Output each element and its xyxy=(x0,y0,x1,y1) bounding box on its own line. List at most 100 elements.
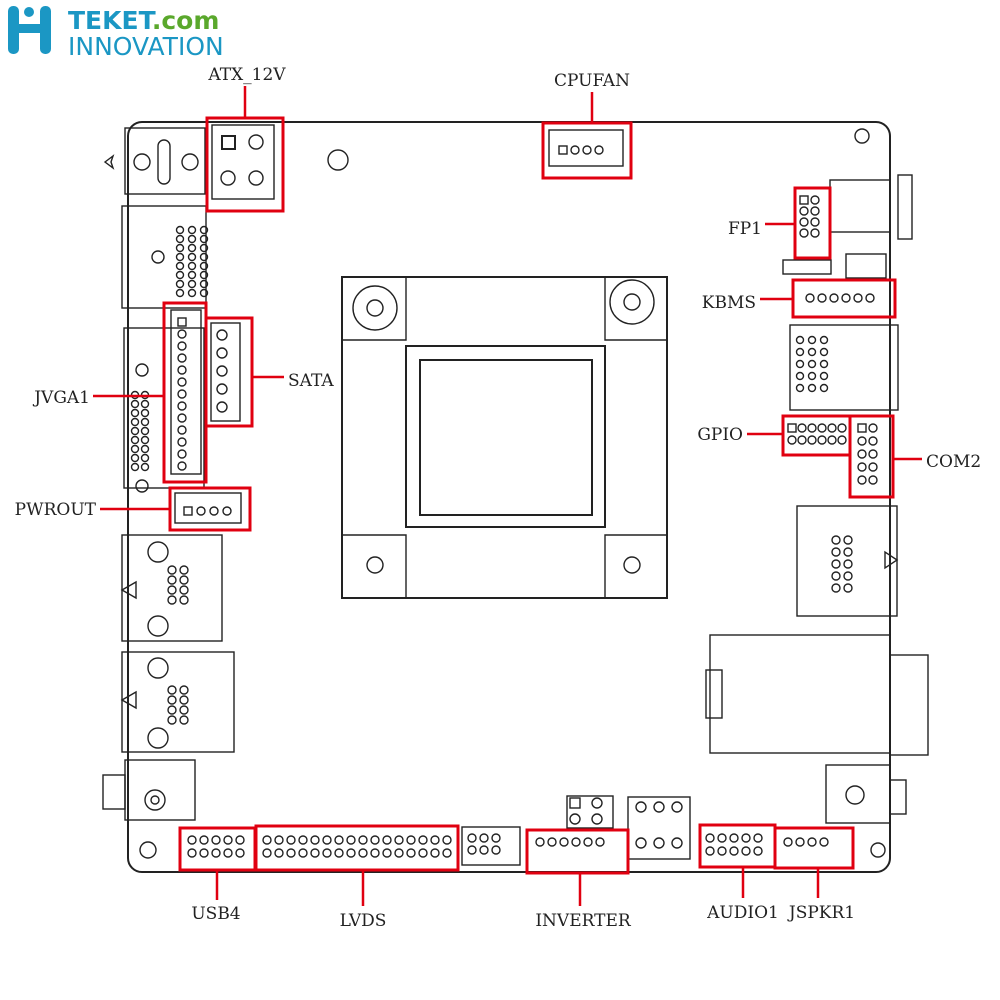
pin xyxy=(653,837,665,849)
pin xyxy=(177,341,187,351)
port-pin-grids xyxy=(130,225,853,725)
pin xyxy=(130,417,140,427)
pin xyxy=(187,288,197,298)
label-audio1: AUDIO1 xyxy=(706,903,779,923)
pin xyxy=(167,685,177,695)
pin xyxy=(199,261,209,271)
label-jvga1: JVGA1 xyxy=(32,388,90,408)
pin xyxy=(810,195,820,205)
pin xyxy=(167,595,177,605)
pin xyxy=(167,715,177,725)
label-cpufan: CPUFAN xyxy=(554,71,630,91)
logo-mark-dot xyxy=(24,7,34,17)
pin xyxy=(235,848,245,858)
pin xyxy=(140,426,150,436)
pin xyxy=(199,243,209,253)
pin xyxy=(187,270,197,280)
pin xyxy=(130,426,140,436)
pin xyxy=(140,462,150,472)
pin xyxy=(130,462,140,472)
connector-pins xyxy=(177,145,878,858)
pin xyxy=(216,329,228,341)
pin xyxy=(868,449,878,459)
pin xyxy=(831,547,841,557)
pin xyxy=(235,835,245,845)
pin xyxy=(857,449,867,459)
pin xyxy=(298,835,308,845)
pin xyxy=(199,288,209,298)
pin xyxy=(817,435,827,445)
pin xyxy=(841,293,851,303)
label-com2: COM2 xyxy=(926,452,981,472)
connector-lvds xyxy=(254,824,460,872)
pin xyxy=(837,435,847,445)
pin xyxy=(167,705,177,715)
pin xyxy=(179,685,189,695)
pin xyxy=(394,848,404,858)
pin xyxy=(199,270,209,280)
pin xyxy=(167,585,177,595)
pin xyxy=(183,506,193,516)
cpu-heatsink xyxy=(341,276,668,599)
pin xyxy=(653,801,665,813)
pin xyxy=(787,435,797,445)
pin xyxy=(831,583,841,593)
pin xyxy=(370,835,380,845)
pin xyxy=(179,715,189,725)
pin xyxy=(829,293,839,303)
pin xyxy=(346,848,356,858)
pin xyxy=(795,359,805,369)
pin xyxy=(177,389,187,399)
pin xyxy=(570,145,580,155)
pin xyxy=(298,848,308,858)
pin xyxy=(140,399,150,409)
pin xyxy=(216,401,228,413)
pin xyxy=(140,444,150,454)
pin xyxy=(211,848,221,858)
pin xyxy=(671,801,683,813)
pin xyxy=(571,837,581,847)
pin xyxy=(175,252,185,262)
label-inverter: INVERTER xyxy=(535,911,632,931)
pin xyxy=(819,359,829,369)
pin xyxy=(857,462,867,472)
pin xyxy=(843,535,853,545)
pin xyxy=(535,837,545,847)
pin xyxy=(819,383,829,393)
pin xyxy=(140,408,150,418)
logo: TEKET.com INNOVATION xyxy=(8,6,224,61)
label-gpio: GPIO xyxy=(697,425,743,445)
pin xyxy=(179,575,189,585)
pin xyxy=(334,835,344,845)
pin xyxy=(187,243,197,253)
connector-inverter xyxy=(525,828,630,875)
pin xyxy=(406,835,416,845)
pin xyxy=(175,261,185,271)
pin xyxy=(175,279,185,289)
pin xyxy=(216,383,228,395)
pin xyxy=(799,228,809,238)
pin xyxy=(467,845,477,855)
pin xyxy=(819,371,829,381)
rear-io-right xyxy=(461,128,929,866)
pin xyxy=(807,423,817,433)
pin xyxy=(199,252,209,262)
pin xyxy=(569,797,581,809)
pin xyxy=(179,705,189,715)
pin xyxy=(741,846,751,856)
pin xyxy=(810,217,820,227)
pin xyxy=(196,506,206,516)
pin xyxy=(179,595,189,605)
connector-sata xyxy=(204,316,254,428)
board-outline xyxy=(127,121,891,873)
pin xyxy=(799,195,809,205)
pin xyxy=(177,329,187,339)
pin xyxy=(853,293,863,303)
pin xyxy=(222,506,232,516)
pin xyxy=(177,461,187,471)
pin xyxy=(430,848,440,858)
pin xyxy=(211,835,221,845)
pin xyxy=(831,535,841,545)
pin xyxy=(837,423,847,433)
pin xyxy=(729,846,739,856)
